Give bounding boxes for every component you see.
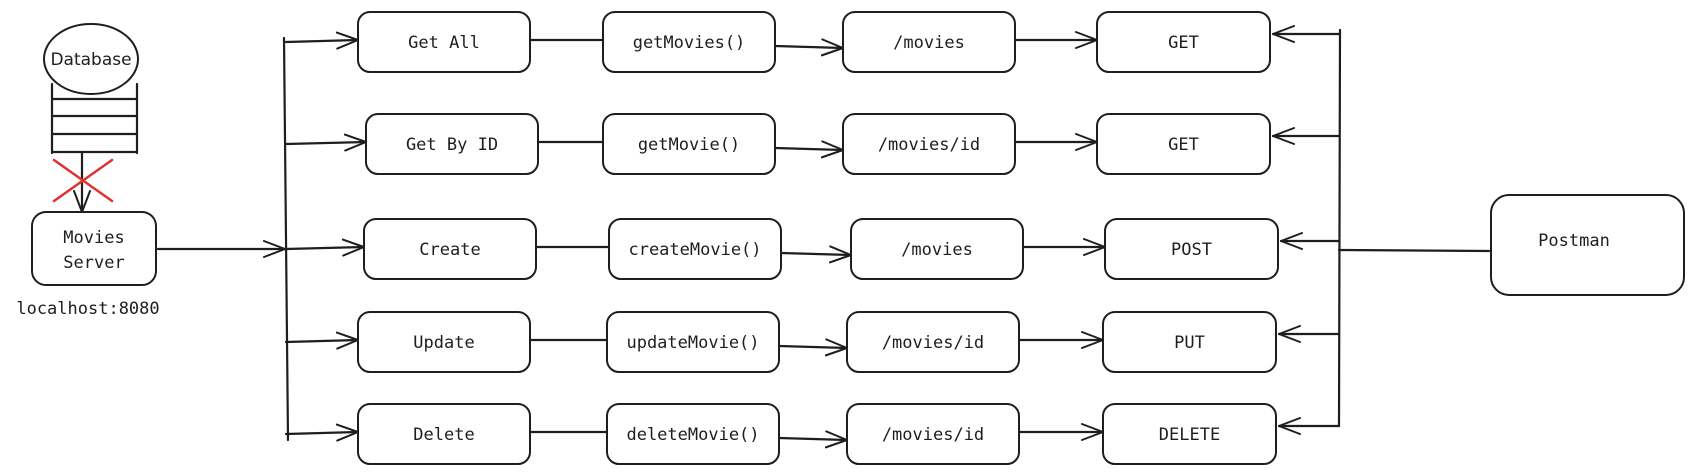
server-label-line2: Server	[63, 253, 124, 273]
action-box	[365, 113, 539, 175]
handler-route-arrow	[777, 430, 849, 449]
handler-route-arrow	[773, 140, 845, 159]
right-bus	[1337, 28, 1342, 428]
action-box	[357, 403, 531, 465]
handler-label: getMovie()	[638, 135, 740, 155]
route-label: /movies	[901, 240, 973, 260]
route-box	[846, 403, 1020, 465]
route-box	[850, 218, 1024, 280]
database-label: Database	[50, 50, 131, 70]
handler-box	[602, 113, 776, 175]
endpoint-row: Update updateMovie() /movies/id PUT	[284, 311, 1341, 373]
endpoint-row: Get By ID getMovie() /movies/id GET	[284, 113, 1341, 175]
bus-to-action-arrow	[284, 423, 360, 442]
handler-route-arrow	[779, 245, 853, 264]
route-box	[842, 11, 1016, 73]
action-box	[357, 11, 531, 73]
method-box	[1104, 218, 1279, 280]
method-box	[1102, 403, 1277, 465]
handler-box	[602, 11, 776, 73]
route-label: /movies	[893, 33, 965, 53]
handler-route-arrow	[773, 38, 845, 57]
bus-to-action-arrow	[284, 238, 366, 257]
method-label: DELETE	[1159, 425, 1220, 445]
postman-node: Postman	[1490, 194, 1685, 296]
server-label-line1: Movies	[63, 228, 124, 248]
database-table-icon	[50, 82, 139, 155]
left-bus	[282, 36, 290, 442]
bus-to-action-arrow	[284, 331, 360, 350]
client-bus-connector	[1337, 248, 1491, 253]
handler-label: getMovies()	[633, 33, 746, 53]
server-host-label: localhost:8080	[16, 299, 159, 319]
method-label: POST	[1171, 240, 1212, 260]
handler-box	[606, 311, 780, 373]
handler-label: createMovie()	[628, 240, 761, 260]
action-box	[363, 218, 537, 280]
method-box	[1096, 113, 1271, 175]
handler-label: updateMovie()	[626, 333, 759, 353]
method-box	[1096, 11, 1271, 73]
bus-to-action-arrow	[284, 31, 360, 50]
route-box	[842, 113, 1016, 175]
action-label: Delete	[413, 425, 474, 445]
route-label: /movies/id	[882, 333, 984, 353]
endpoint-row: Delete deleteMovie() /movies/id DELETE	[284, 403, 1341, 465]
bus-to-action-arrow	[284, 133, 368, 152]
endpoint-row: Create createMovie() /movies POST	[284, 218, 1341, 280]
action-label: Create	[419, 240, 480, 260]
handler-label: deleteMovie()	[626, 425, 759, 445]
action-label: Get By ID	[406, 135, 498, 155]
action-label: Get All	[408, 33, 480, 53]
handler-route-arrow	[777, 338, 849, 357]
database-node: Database	[43, 23, 139, 155]
postman-label: Postman	[1538, 231, 1610, 251]
action-label: Update	[413, 333, 474, 353]
movies-server-node: Movies Server	[31, 211, 157, 286]
handler-box	[608, 218, 782, 280]
method-box	[1102, 311, 1277, 373]
endpoint-row: Get All getMovies() /movies GET	[284, 11, 1341, 73]
handler-box	[606, 403, 780, 465]
route-label: /movies/id	[878, 135, 980, 155]
method-label: GET	[1168, 135, 1199, 155]
route-label: /movies/id	[882, 425, 984, 445]
method-label: GET	[1168, 33, 1199, 53]
action-box	[357, 311, 531, 373]
disconnected-cross-icon	[52, 158, 114, 203]
route-box	[846, 311, 1020, 373]
method-label: PUT	[1174, 333, 1205, 353]
